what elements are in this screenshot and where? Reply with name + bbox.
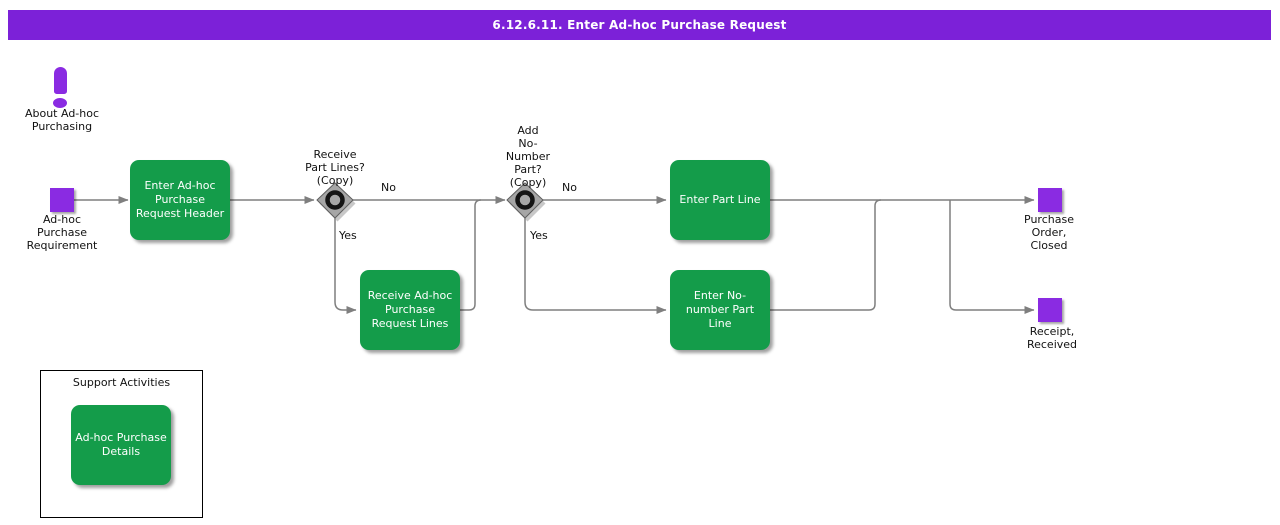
purchase-order-label: Purchase Order, Closed bbox=[1024, 213, 1074, 252]
gateway2-label: Add No- Number Part? (Copy) bbox=[505, 124, 551, 189]
task-enter-adhoc-request-header[interactable]: Enter Ad-hoc Purchase Request Header bbox=[130, 160, 230, 240]
task-receive-adhoc-request-lines[interactable]: Receive Ad-hoc Purchase Request Lines bbox=[360, 270, 460, 350]
task-enter-no-number-part-line[interactable]: Enter No- number Part Line bbox=[670, 270, 770, 350]
support-activities-title: Support Activities bbox=[72, 376, 171, 389]
gateway2-ring-icon bbox=[515, 190, 535, 210]
start-event-label: Ad-hoc Purchase Requirement bbox=[26, 213, 98, 252]
gateway1-no-label: No bbox=[381, 181, 396, 194]
task-enter-part-line[interactable]: Enter Part Line bbox=[670, 160, 770, 240]
end-event-purchase-order-closed[interactable] bbox=[1038, 188, 1062, 212]
gateway-receive-part-lines[interactable] bbox=[316, 182, 356, 222]
gateway1-ring-icon bbox=[325, 190, 345, 210]
start-event-adhoc-requirement[interactable] bbox=[50, 188, 74, 212]
edge-receive-lines-merge bbox=[460, 199, 482, 311]
gateway2-diamond[interactable] bbox=[506, 182, 544, 219]
gateway1-diamond[interactable] bbox=[316, 182, 354, 219]
end-event-receipt-received[interactable] bbox=[1038, 298, 1062, 322]
diagram-title-bar: 6.12.6.11. Enter Ad-hoc Purchase Request bbox=[8, 10, 1271, 40]
exclamation-icon[interactable] bbox=[54, 67, 67, 94]
edge-no-number-merge bbox=[770, 199, 882, 311]
gateway-add-no-number-part[interactable] bbox=[506, 182, 546, 222]
diagram-title: 6.12.6.11. Enter Ad-hoc Purchase Request bbox=[492, 18, 787, 32]
edge-gateway2-yes-to-enter-no-number bbox=[524, 218, 667, 314]
gateway1-label: Receive Part Lines? (Copy) bbox=[305, 148, 365, 187]
edge-gateway1-yes-to-receive-lines bbox=[334, 218, 357, 314]
task-adhoc-purchase-details[interactable]: Ad-hoc Purchase Details bbox=[71, 405, 171, 485]
gateway2-yes-label: Yes bbox=[530, 229, 548, 242]
exclamation-icon-dot[interactable] bbox=[53, 98, 67, 108]
about-adhoc-label: About Ad-hoc Purchasing bbox=[24, 107, 100, 133]
edge-branch-to-receipt bbox=[949, 200, 1035, 314]
receipt-label: Receipt, Received bbox=[1026, 325, 1078, 351]
gateway1-yes-label: Yes bbox=[339, 229, 357, 242]
support-activities-box: Support Activities Ad-hoc Purchase Detai… bbox=[40, 370, 203, 518]
gateway2-no-label: No bbox=[562, 181, 577, 194]
